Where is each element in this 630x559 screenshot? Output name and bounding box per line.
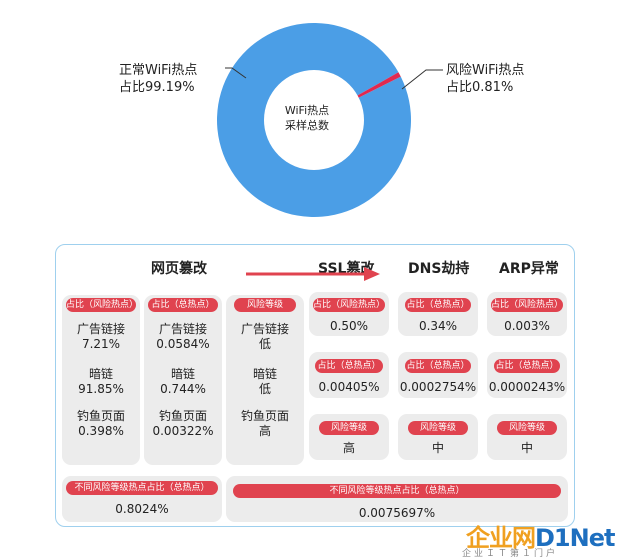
col1-row3: 钓鱼页面 0.398% (62, 409, 140, 439)
web-tamper-level-card (226, 295, 304, 465)
slice-label-normal: 正常WiFi热点 占比99.19% (119, 62, 197, 96)
header-web-tamper: 网页篡改 (151, 261, 207, 277)
col3-row1-value: 低 (258, 337, 271, 351)
web-tamper-level-pill: 风险等级 (234, 298, 296, 312)
bottom-right-card (226, 476, 568, 522)
ssl-level-pill: 风险等级 (319, 421, 379, 435)
slice-label-risk-name: 风险WiFi热点 (446, 63, 525, 78)
header-dns: DNS劫持 (408, 261, 470, 277)
col1-row2-value: 91.85% (78, 382, 124, 396)
slice-label-risk-share: 占比0.81% (446, 80, 514, 95)
col2-row3: 钓鱼页面 0.00322% (144, 409, 222, 439)
leader-line-risk (401, 69, 443, 90)
col3-row3-label: 钓鱼页面 (240, 409, 289, 423)
ssl-total-share-pill: 占比（总热点） (315, 359, 383, 373)
col2-row2-value: 0.744% (160, 382, 206, 396)
watermark-main-a: 企业网 (466, 524, 536, 552)
col2-row1-label: 广告链接 (158, 322, 207, 336)
web-tamper-total-share-pill: 占比（总热点） (148, 298, 218, 312)
bottom-right-value: 0.0075697% (358, 506, 436, 520)
donut-center-line2: 采样总数 (285, 119, 329, 132)
bottom-left-pill: 不同风险等级热点占比（总热点） (66, 481, 218, 495)
ssl-level-value: 高 (342, 441, 355, 455)
dns-level-value: 中 (431, 441, 444, 455)
dns-risk-share-pill: 占比（总热点） (405, 298, 471, 312)
col2-row3-label: 钓鱼页面 (158, 409, 207, 423)
col1-row2-label: 暗链 (88, 367, 113, 381)
donut-hole (264, 70, 364, 170)
arp-level-pill: 风险等级 (497, 421, 557, 435)
col3-row2: 暗链 低 (226, 367, 304, 397)
donut-center-label: WiFi热点 采样总数 (262, 103, 352, 133)
col1-row1-label: 广告链接 (76, 322, 125, 336)
ssl-total-share-value: 0.00405% (318, 380, 380, 394)
dns-risk-share-value: 0.34% (418, 319, 458, 333)
header-arp: ARP异常 (499, 261, 559, 277)
bottom-left-value: 0.8024% (115, 502, 169, 516)
red-arrow (246, 267, 380, 281)
watermark-main-b: D1Net (535, 524, 615, 552)
col1-row3-label: 钓鱼页面 (76, 409, 125, 423)
web-tamper-risk-share-card (62, 295, 140, 465)
col1-row3-value: 0.398% (78, 424, 124, 438)
leader-line-normal (225, 67, 247, 79)
col2-row2-label: 暗链 (170, 367, 195, 381)
donut-chart (217, 23, 443, 218)
dns-total-share-pill: 占比（总热点） (405, 359, 471, 373)
col2-row1-value: 0.0584% (156, 337, 210, 351)
col2-row2: 暗链 0.744% (144, 367, 222, 397)
web-tamper-total-share-card (144, 295, 222, 465)
col1-row2: 暗链 91.85% (62, 367, 140, 397)
slice-label-risk: 风险WiFi热点 占比0.81% (446, 62, 524, 96)
col3-row2-value: 低 (258, 382, 271, 396)
bottom-right-pill: 不同风险等级热点占比（总热点） (233, 484, 561, 498)
col2-row1: 广告链接 0.0584% (144, 322, 222, 352)
slice-label-normal-name: 正常WiFi热点 (119, 63, 198, 78)
watermark-logo: 企业网D1Net (466, 518, 615, 553)
watermark-subtitle: 企业ＩＴ第１门户 (462, 549, 559, 559)
ssl-risk-share-pill: 占比（风险热点） (313, 298, 386, 312)
arp-risk-share-value: 0.003% (504, 319, 550, 333)
dns-level-pill: 风险等级 (408, 421, 468, 435)
col1-row1: 广告链接 7.21% (62, 322, 140, 352)
arp-risk-share-pill: 占比（风险热点） (491, 298, 564, 312)
col2-row3-value: 0.00322% (152, 424, 214, 438)
arp-total-share-value: 0.0000243% (488, 380, 566, 394)
arp-total-share-pill: 占比（总热点） (494, 359, 560, 373)
col3-row1-label: 广告链接 (240, 322, 289, 336)
donut-center-line1: WiFi热点 (284, 104, 330, 117)
web-tamper-risk-share-pill: 占比（风险热点） (66, 298, 139, 312)
slice-label-normal-share: 占比99.19% (119, 80, 195, 95)
dns-total-share-value: 0.0002754% (399, 380, 477, 394)
ssl-risk-share-value: 0.50% (329, 319, 369, 333)
col1-row1-value: 7.21% (81, 337, 121, 351)
col3-row3-value: 高 (258, 424, 271, 438)
col3-row2-label: 暗链 (252, 367, 277, 381)
arp-level-value: 中 (520, 441, 533, 455)
col3-row3: 钓鱼页面 高 (226, 409, 304, 439)
col3-row1: 广告链接 低 (226, 322, 304, 352)
leader-lines (225, 67, 443, 90)
